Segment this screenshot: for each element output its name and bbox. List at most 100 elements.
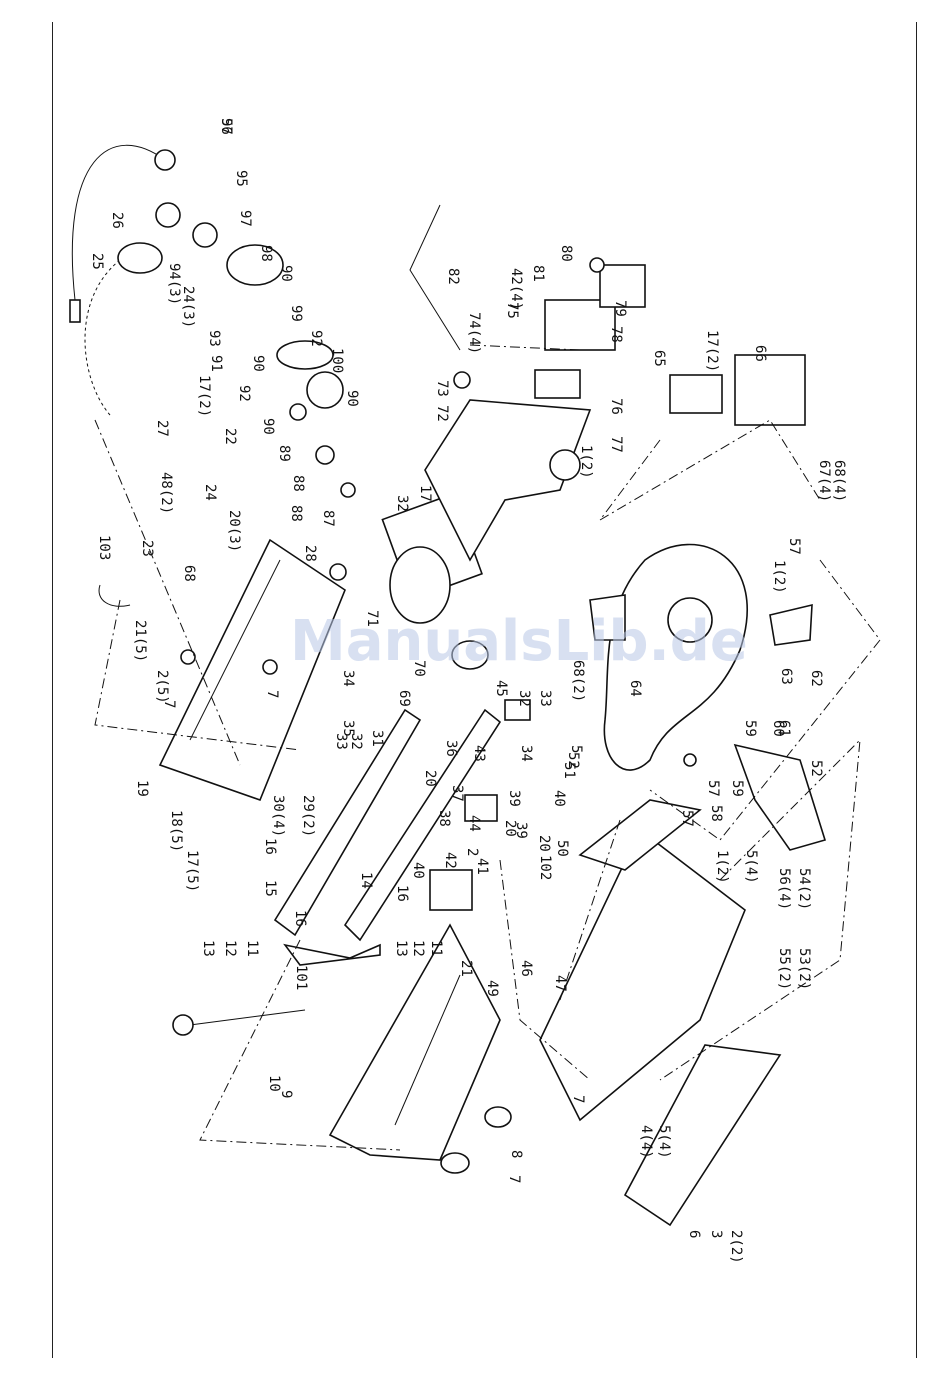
callout-label: 20(3): [226, 510, 242, 552]
belt-99: [276, 340, 334, 370]
trunnion-60: [733, 743, 827, 851]
callout-label: 32: [516, 690, 532, 707]
callout-label: 52: [565, 752, 581, 769]
callout-label: 88: [288, 505, 304, 522]
callout-label: 62: [808, 670, 824, 687]
watermark: ManualsLib.de: [290, 609, 748, 674]
callout-label: 42: [442, 852, 458, 869]
insert-64: [589, 594, 626, 641]
knob-77: [549, 449, 581, 481]
flex-shaft: [71, 144, 166, 301]
callout-label: 16: [394, 885, 410, 902]
callout-label: 33: [333, 733, 349, 750]
fence-3: [623, 1044, 782, 1227]
assembly-line-3: [469, 344, 581, 351]
callout-label: 34: [340, 670, 356, 687]
bellows-hose: [84, 259, 121, 416]
callout-label: 36: [443, 740, 459, 757]
callout-label: 3: [708, 1230, 724, 1238]
callout-label: 20: [502, 820, 518, 837]
callout-label: 30(4): [270, 795, 286, 837]
callout-label: 35: [340, 720, 356, 737]
power-cord-82: [409, 204, 461, 351]
callout-label: 23: [139, 540, 155, 557]
callout-label: 16: [262, 838, 278, 855]
blade-10: [283, 943, 381, 966]
callout-label: 21: [458, 960, 474, 977]
callout-label: 61: [776, 720, 792, 737]
assembly-line-9: [559, 819, 621, 1001]
callout-label: 59: [729, 780, 745, 797]
callout-label: 2(2): [728, 1230, 744, 1264]
lever-9: [189, 1009, 306, 1026]
callout-label: 69: [396, 690, 412, 707]
callout-label: 93: [206, 330, 222, 347]
callout-label: 24(3): [180, 286, 196, 328]
callout-label: 47: [552, 975, 568, 992]
callout-label: 12: [222, 940, 238, 957]
callout-label: 9: [278, 1090, 294, 1098]
callout-label: 76: [608, 398, 624, 415]
callout-label: 57: [679, 810, 695, 827]
callout-label: 57: [705, 780, 721, 797]
callout-label: 6: [686, 1230, 702, 1238]
callout-label: 90: [344, 390, 360, 407]
left-margin-line: [52, 22, 53, 1358]
callout-label: 37: [449, 785, 465, 802]
assembly-line-8: [499, 859, 591, 1081]
callout-label: 77: [608, 436, 624, 453]
callout-label: 67(4): [816, 460, 832, 502]
callout-label: 96: [218, 118, 234, 135]
callout-label: 14: [358, 872, 374, 889]
block-38: [464, 794, 498, 822]
callout-label: 20: [536, 835, 552, 852]
callout-label: 82: [445, 268, 461, 285]
callout-label: 11: [428, 940, 444, 957]
frame-19: [158, 538, 346, 802]
callout-label: 58: [708, 805, 724, 822]
callout-label: 64: [627, 680, 643, 697]
callout-label: 1(2): [771, 560, 787, 594]
callout-label: 75: [504, 302, 520, 319]
callout-label: 5: [568, 745, 584, 753]
callout-label: 80: [558, 245, 574, 262]
assembly-line-7: [199, 939, 401, 1151]
callout-label: 8: [508, 1150, 524, 1158]
callout-label: 16: [292, 910, 308, 927]
callout-label: 42(4): [508, 268, 524, 310]
callout-label: 101: [293, 965, 309, 990]
callout-label: 48(2): [158, 472, 174, 514]
callout-label: 27: [154, 420, 170, 437]
callout-label: 71: [364, 610, 380, 627]
callout-label: 98: [258, 245, 274, 262]
plate-76: [534, 369, 581, 399]
button-80: [589, 257, 605, 273]
motor-fan: [389, 546, 451, 624]
callout-label: 60: [770, 720, 786, 737]
callout-label: 79: [612, 300, 628, 317]
callout-label: 5(4): [656, 1125, 672, 1159]
table-63: [603, 543, 748, 771]
callout-label: 88: [290, 475, 306, 492]
bushing-95: [192, 222, 218, 248]
switch-79: [599, 264, 646, 308]
callout-label: 72: [434, 405, 450, 422]
callout-label: 70: [411, 660, 427, 677]
callout-label: 39: [506, 790, 522, 807]
housing-72: [424, 399, 592, 562]
bearing-88: [315, 445, 335, 465]
callout-label: 38: [436, 810, 452, 827]
callout-label: 7: [161, 700, 177, 708]
callout-label: 12: [410, 940, 426, 957]
callout-label: 32: [348, 733, 364, 750]
bushing-28: [329, 563, 347, 581]
callout-label: 4(4): [638, 1125, 654, 1159]
belt-guard-97: [226, 244, 284, 286]
callout-label: 43: [471, 745, 487, 762]
callout-label: 99: [288, 305, 304, 322]
callout-label: 68(2): [570, 660, 586, 702]
callout-label: 65: [651, 350, 667, 367]
callout-label: 87: [320, 510, 336, 527]
callout-label: 17(5): [184, 850, 200, 892]
